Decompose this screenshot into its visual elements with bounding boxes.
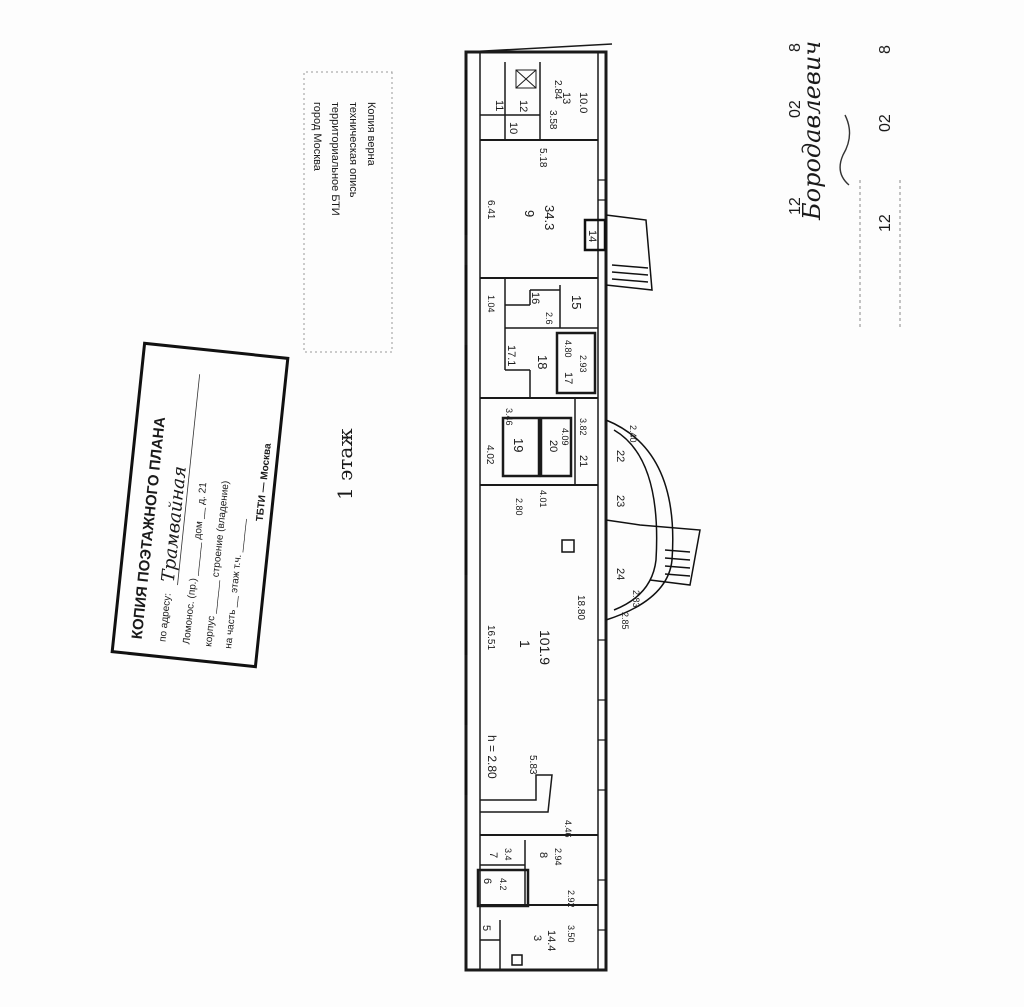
room-19-number: 19: [511, 438, 526, 452]
dim-5-83: 5.83: [527, 755, 538, 775]
signature-block: Бородавлевич: [798, 41, 826, 221]
room-18-number: 18: [535, 355, 550, 369]
porch-top: [583, 214, 653, 291]
dim-3-46: 3.46: [504, 408, 514, 426]
room-labels: 11 12 13 10.0 10 9 34.3 14 16 2.6 15 17.…: [480, 92, 626, 951]
room-15-number: 15: [569, 295, 584, 309]
faint-stamp-line-2: техническая опись: [347, 102, 359, 198]
dim-2-83: 2.83: [631, 590, 641, 608]
faint-stamp-line-3: территориальное БТИ: [329, 102, 341, 216]
room-3-area: 14.4: [545, 930, 557, 951]
dim-4-02: 4.02: [484, 445, 495, 465]
dim-5-18: 5.18: [537, 148, 548, 168]
room-8-number: 8: [537, 852, 549, 858]
dim-2-84: 2.84: [552, 80, 563, 100]
room-20-number: 20: [547, 440, 559, 452]
room-9-number: 9: [522, 210, 537, 217]
room-21-number: 21: [577, 455, 589, 467]
dim-3-82: 3.82: [578, 418, 588, 436]
dim-4-46: 4.46: [563, 820, 573, 838]
room-12-number: 12: [517, 100, 529, 112]
room-11-number: 11: [493, 100, 505, 111]
dim-2-40: 2.40: [628, 425, 638, 443]
room-10-number: 10: [507, 122, 519, 134]
ceiling-height: h = 2.80: [485, 735, 499, 779]
room-1-area: 101.9: [537, 630, 553, 665]
signature-name: Бородавлевич: [798, 41, 826, 221]
date-bottom-year: 8: [877, 45, 894, 54]
dim-6-41: 6.41: [485, 200, 496, 220]
room-17-number: 17: [562, 372, 574, 384]
room-7-number: 7: [487, 852, 499, 858]
room-3-number: 3: [531, 935, 543, 941]
dim-2-92: 2.92: [566, 890, 576, 908]
floor-label: 1 этаж: [333, 428, 357, 500]
dim-3-58: 3.58: [547, 110, 558, 130]
room-7-area: 3.4: [503, 848, 513, 861]
faint-certification-stamp: Копия верна техническая опись территориа…: [303, 71, 393, 353]
room-20-area: 4.09: [560, 428, 570, 446]
room-24-number: 24: [614, 568, 626, 580]
date-top-day: 12: [787, 197, 804, 215]
porch-curved-entrance: [605, 419, 701, 621]
date-top-year: 8: [787, 43, 804, 52]
faint-stamp-line-1: Копия верна: [365, 102, 377, 167]
room-13-number: 13: [560, 92, 572, 104]
dim-18-80: 18.80: [575, 595, 586, 620]
signature-date-bottom: 12 02 8: [877, 45, 894, 232]
building-walls: [464, 43, 613, 972]
plan-copy-stamp: КОПИЯ ПОЭТАЖНОГО ПЛАНА по адресу: Трамва…: [110, 341, 290, 669]
room-16-area: 2.6: [544, 312, 554, 325]
room-16-number: 16: [529, 292, 541, 304]
dim-4-01: 4.01: [538, 490, 548, 508]
room-17-area: 2.93: [578, 355, 588, 373]
dimension-labels: 2.84 3.58 5.18 6.41 1.04 4.80 3.82 4.02 …: [484, 80, 641, 943]
room-14-number: 14: [586, 230, 598, 242]
room-13-area: 10.0: [577, 92, 589, 113]
signature-date-top: 12 02 8: [787, 43, 804, 215]
signature-scribble: [839, 114, 901, 330]
room-5-number: 5: [480, 925, 492, 931]
stamp-address-label: по адресу:: [158, 593, 174, 643]
dim-2-80: 2.80: [514, 498, 524, 516]
dim-1-04: 1.04: [486, 295, 496, 313]
dim-16-51: 16.51: [485, 625, 496, 650]
dim-3-50: 3.50: [566, 925, 576, 943]
date-bottom-day: 12: [877, 214, 894, 232]
room-6-area: 4.2: [498, 878, 508, 891]
dim-4-80: 4.80: [563, 340, 573, 358]
room-9-area: 34.3: [542, 205, 557, 230]
room-8-area: 2.94: [553, 848, 563, 866]
dim-2-85: 2.85: [620, 612, 630, 630]
room-6-number: 6: [481, 878, 493, 884]
date-bottom-month: 02: [877, 114, 894, 132]
room-22-number: 22: [614, 450, 626, 462]
date-top-month: 02: [787, 100, 804, 118]
room-23-number: 23: [614, 495, 626, 507]
room-17-1-area: 17.1: [505, 345, 517, 366]
faint-stamp-line-4: город Москва: [311, 102, 323, 172]
room-1-number: 1: [517, 640, 533, 648]
